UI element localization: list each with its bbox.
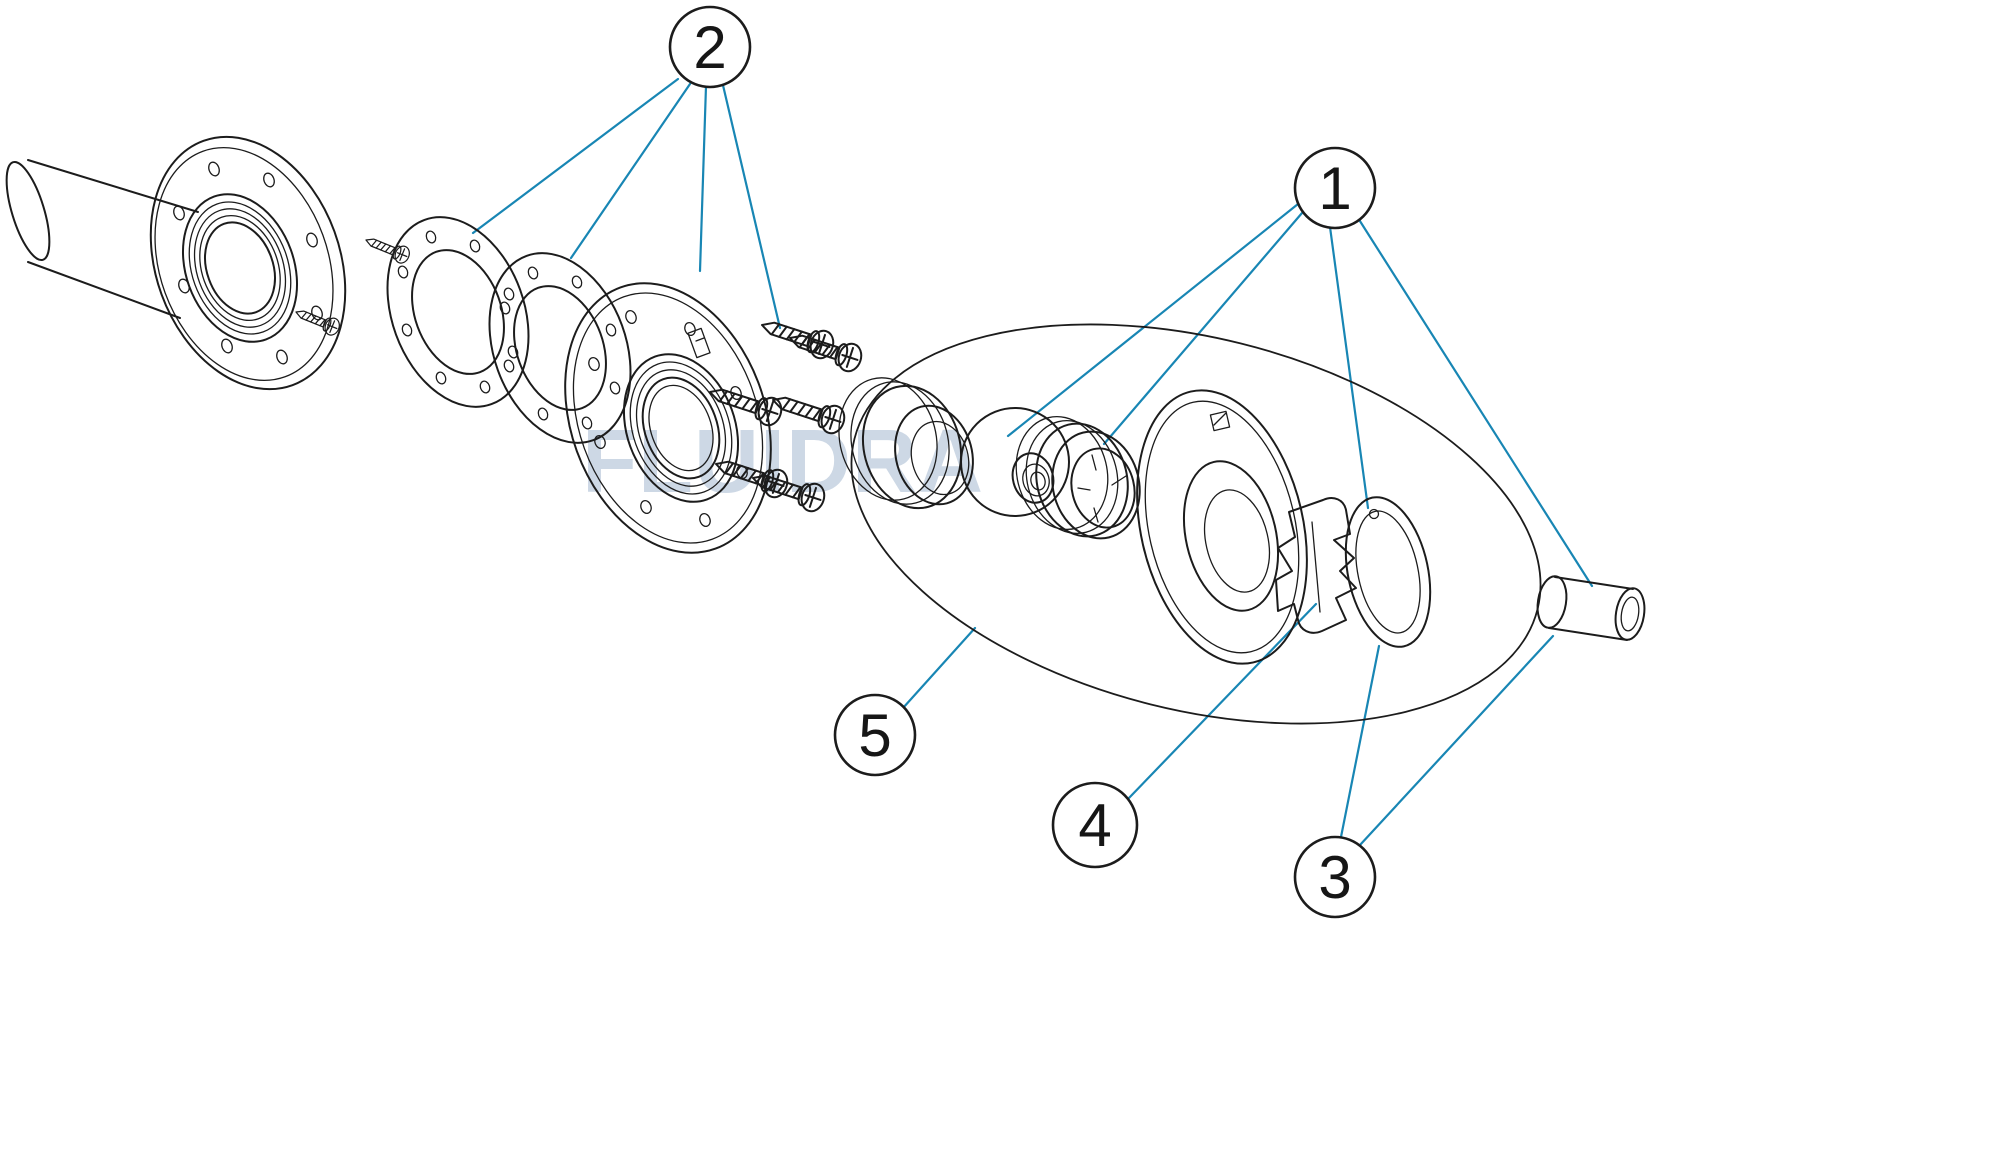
leader-5-to-assembly <box>901 626 977 710</box>
gasket-back-holes <box>499 266 621 430</box>
leader-2-to-gasket-front <box>471 77 680 235</box>
tapping-screw-2 <box>292 303 343 338</box>
retainer-clip <box>1275 497 1357 634</box>
leader-1-to-lock-ring <box>1102 211 1304 446</box>
leader-3-to-sleeve <box>1358 634 1555 847</box>
reducer-sleeve <box>1536 575 1646 641</box>
callout-3-circle <box>1293 835 1377 919</box>
wall-conduit <box>5 135 347 391</box>
leader-2-to-gasket-back <box>569 82 692 260</box>
leader-1-to-ball <box>1006 202 1300 438</box>
cover-plate <box>1344 496 1432 648</box>
callout-4-label: 4 <box>1078 792 1111 859</box>
trim-flange <box>564 282 772 554</box>
callout-3: 3 <box>1293 835 1377 919</box>
callout-4: 4 <box>1051 781 1139 869</box>
leader-2-to-trim-flange <box>698 84 708 273</box>
gasket-front-holes <box>397 230 519 394</box>
callout-1: 1 <box>1293 146 1377 230</box>
watermark-text: FLUIDRA <box>582 412 984 512</box>
diagram-parts <box>5 135 1646 725</box>
callout-3-label: 3 <box>1318 844 1351 911</box>
leader-lines <box>471 77 1594 847</box>
tapping-screw-1 <box>362 231 413 266</box>
callout-5-label: 5 <box>858 702 891 769</box>
brand-mark-2 <box>1209 410 1231 432</box>
eyeball-face-flange <box>1136 389 1308 665</box>
callout-5: 5 <box>833 693 917 777</box>
brand-mark <box>687 327 711 359</box>
leader-2-to-screws <box>720 79 782 330</box>
callout-4-circle <box>1051 781 1139 869</box>
gasket-front <box>386 216 530 408</box>
callout-2: 2 <box>668 5 752 89</box>
leader-1-to-sleeve <box>1356 216 1594 588</box>
cap-ring <box>838 377 974 510</box>
callout-1-label: 1 <box>1318 155 1351 222</box>
lock-ring <box>1015 415 1141 540</box>
leader-1-to-cover <box>1328 225 1370 510</box>
callout-5-circle <box>833 693 917 777</box>
leader-4-to-clip <box>1126 602 1318 801</box>
gasket-back <box>488 252 632 444</box>
callout-1-circle <box>1293 146 1377 230</box>
callout-2-label: 2 <box>693 14 726 81</box>
leader-3-to-cover <box>1339 644 1381 839</box>
callout-2-circle <box>668 5 752 89</box>
screw-2 <box>784 323 866 376</box>
